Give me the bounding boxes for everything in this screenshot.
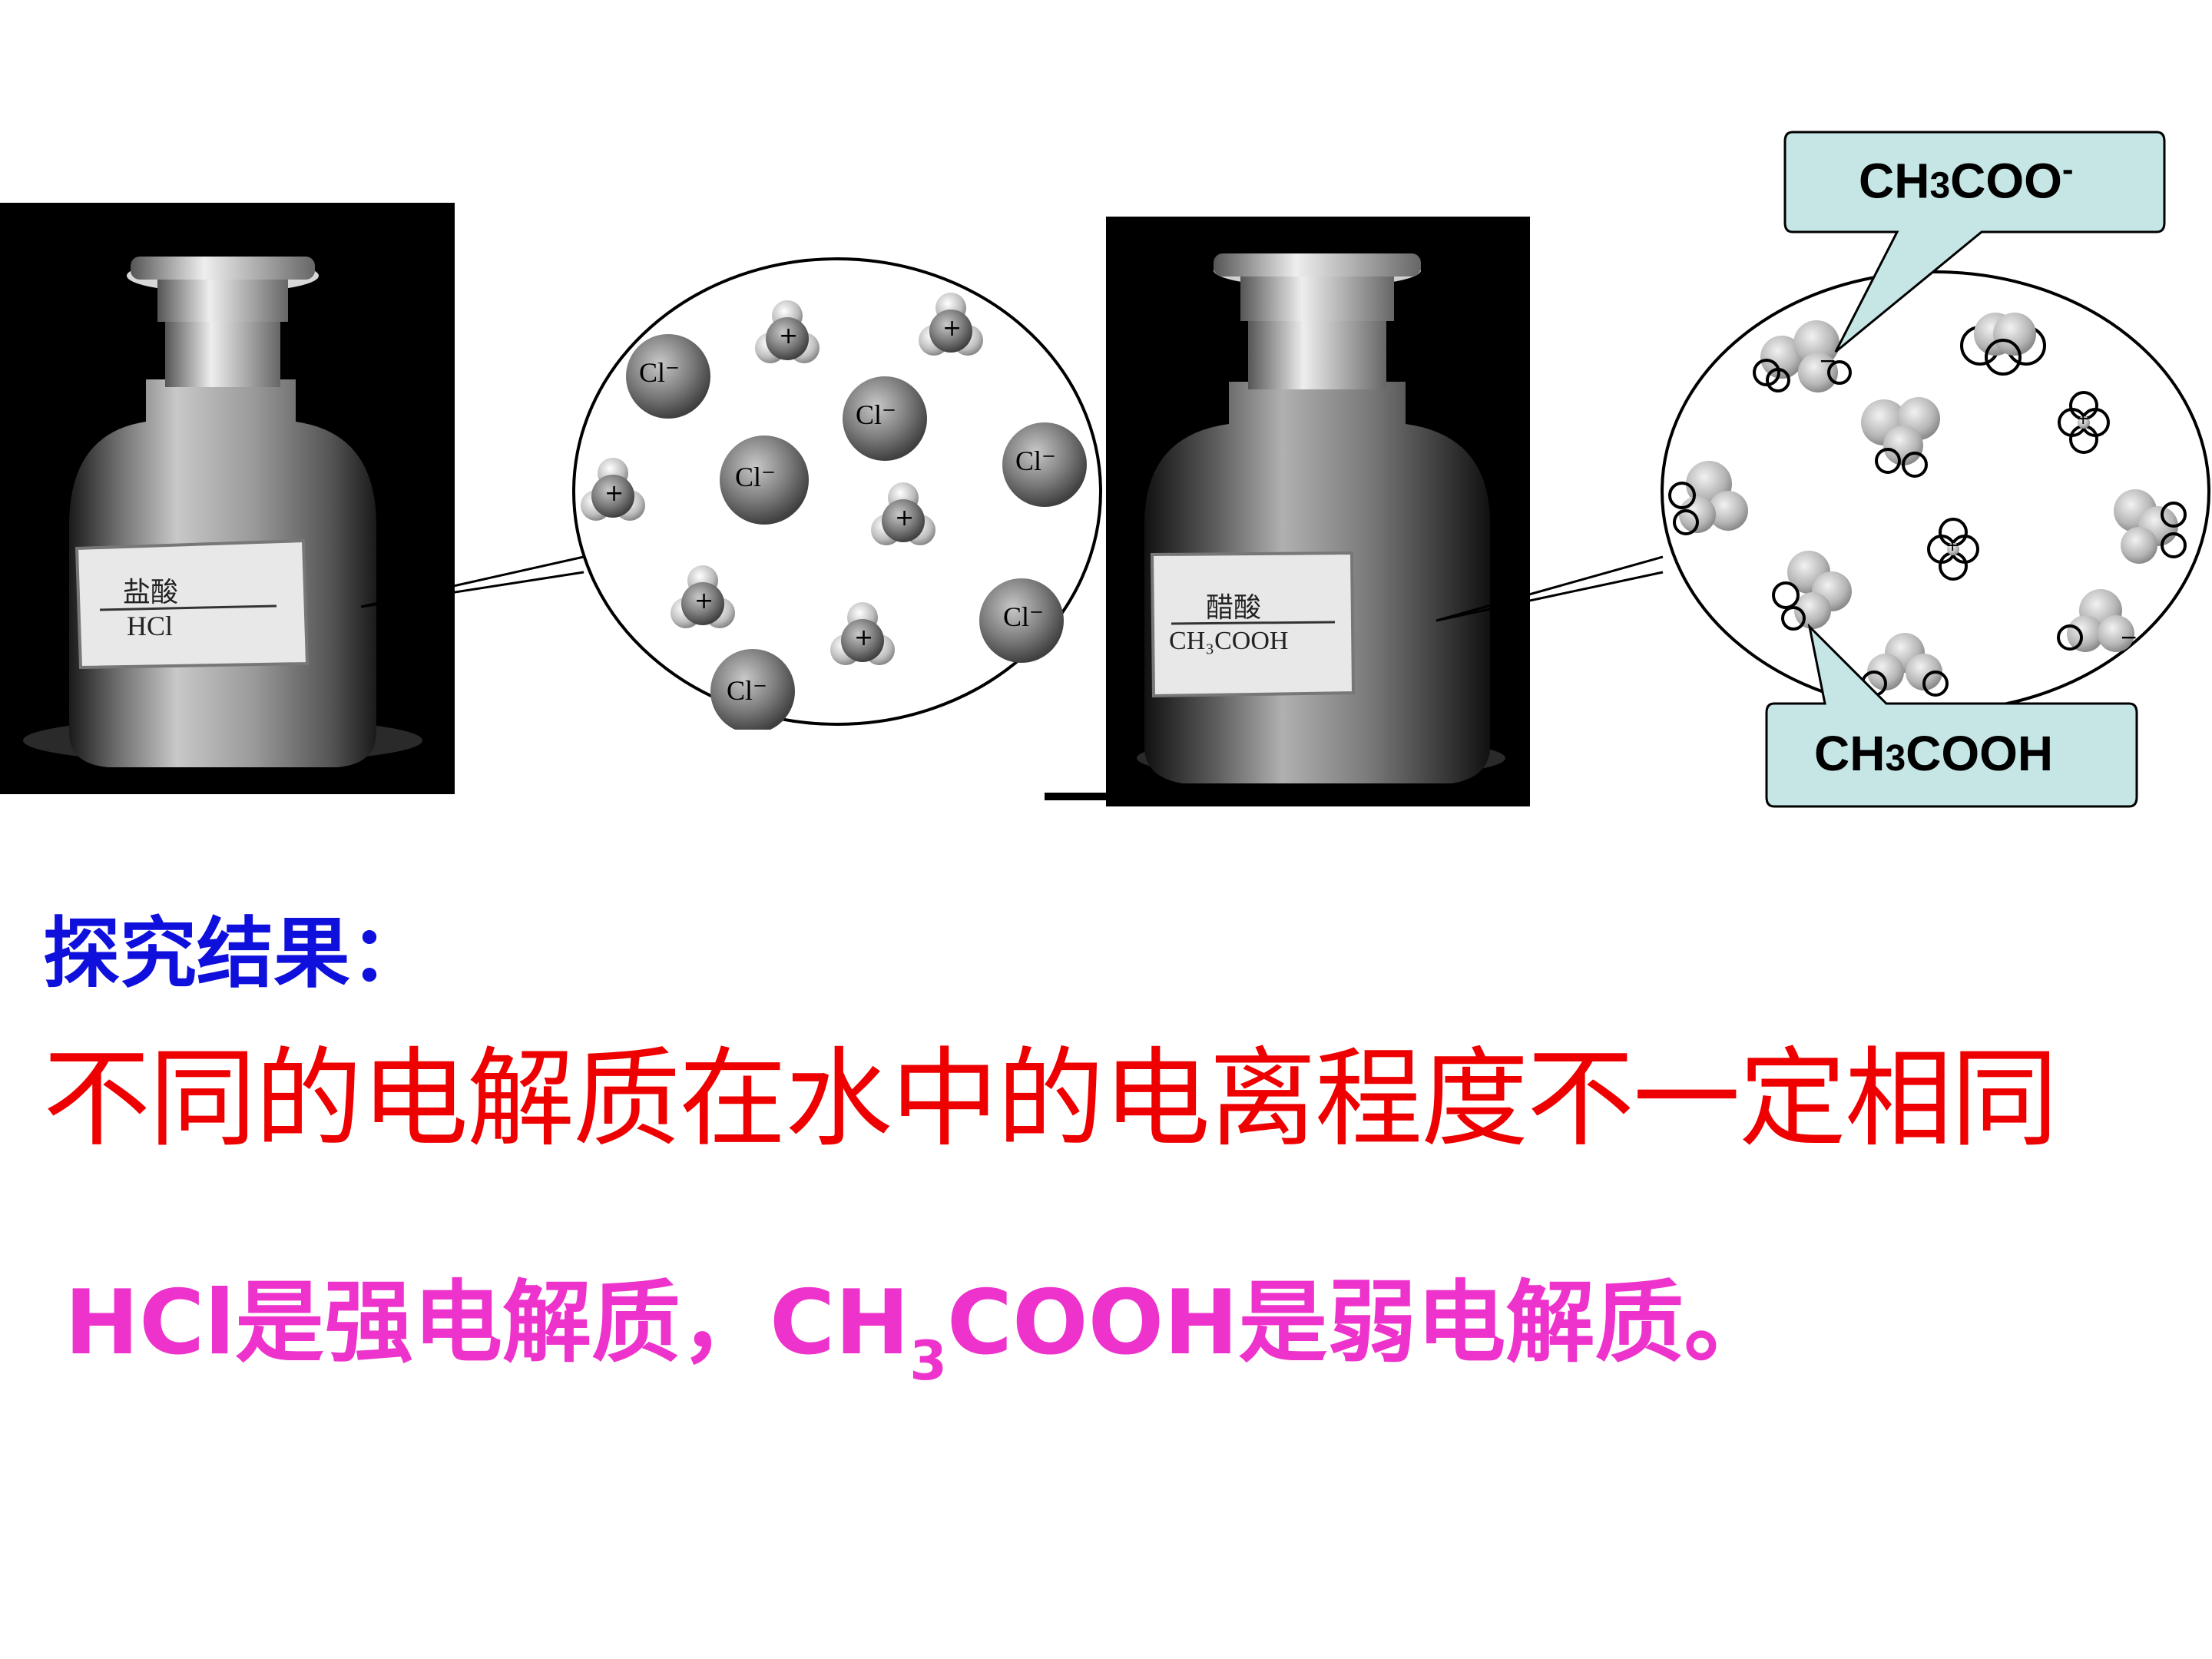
summary-text: HCl是强电解质，CH3COOH是弱电解质。 — [65, 1271, 1773, 1392]
hydronium-sign: + — [895, 505, 915, 531]
hcl-bottle-photo: 盐酸 HCl — [0, 203, 455, 794]
acetate-sign: − — [1819, 348, 1837, 373]
hcl-pointer-line — [361, 555, 584, 608]
hcl-label-name: 盐酸 — [123, 577, 179, 608]
chloride-label: Cl⁻ — [1015, 445, 1057, 476]
acetic-bottle-photo: 醋酸 CH₃COOH — [1045, 217, 1530, 806]
hydronium-sign: + — [2076, 409, 2091, 429]
hydronium-sign: + — [942, 315, 962, 342]
chloride-label: Cl⁻ — [735, 462, 777, 492]
acetate-callout: CH3COO- — [1782, 127, 2169, 358]
chloride-label: Cl⁻ — [639, 357, 680, 388]
conclusion-text: 不同的电解质在水中的电离程度不一定相同 — [43, 1037, 2058, 1162]
hydronium-sign: + — [1945, 536, 1960, 555]
acetic-pointer-line — [1436, 555, 1664, 622]
hcl-ion-view: Cl⁻ Cl⁻ Cl⁻ Cl⁻ Cl⁻ Cl⁻ + + + + + + — [568, 253, 1106, 730]
hydronium-sign: + — [694, 588, 714, 614]
acetate-callout-text: CH3COO- — [1859, 151, 2074, 209]
chloride-ion-group — [626, 334, 1087, 730]
chloride-label: Cl⁻ — [856, 399, 897, 430]
acetic-molecule-view: − − + + — [1651, 265, 2212, 710]
acetic-molecule-group — [1668, 313, 2187, 697]
hydronium-sign: + — [854, 624, 874, 651]
hydronium-ion-group — [581, 293, 983, 665]
hydronium-sign: + — [779, 323, 799, 349]
chloride-label: Cl⁻ — [727, 675, 768, 706]
acetic-label-formula: CH₃COOH — [1169, 627, 1289, 655]
hcl-label-formula: HCl — [127, 611, 174, 641]
acetate-sign: − — [2120, 624, 2138, 650]
acetic-callout-text: CH3COOH — [1814, 726, 2054, 781]
acetic-molecule-callout: CH3COOH — [1763, 624, 2140, 811]
chloride-label: Cl⁻ — [1003, 601, 1045, 632]
result-heading: 探究结果： — [43, 909, 427, 998]
hydronium-sign: + — [604, 480, 624, 507]
acetic-label-name: 醋酸 — [1206, 592, 1262, 624]
